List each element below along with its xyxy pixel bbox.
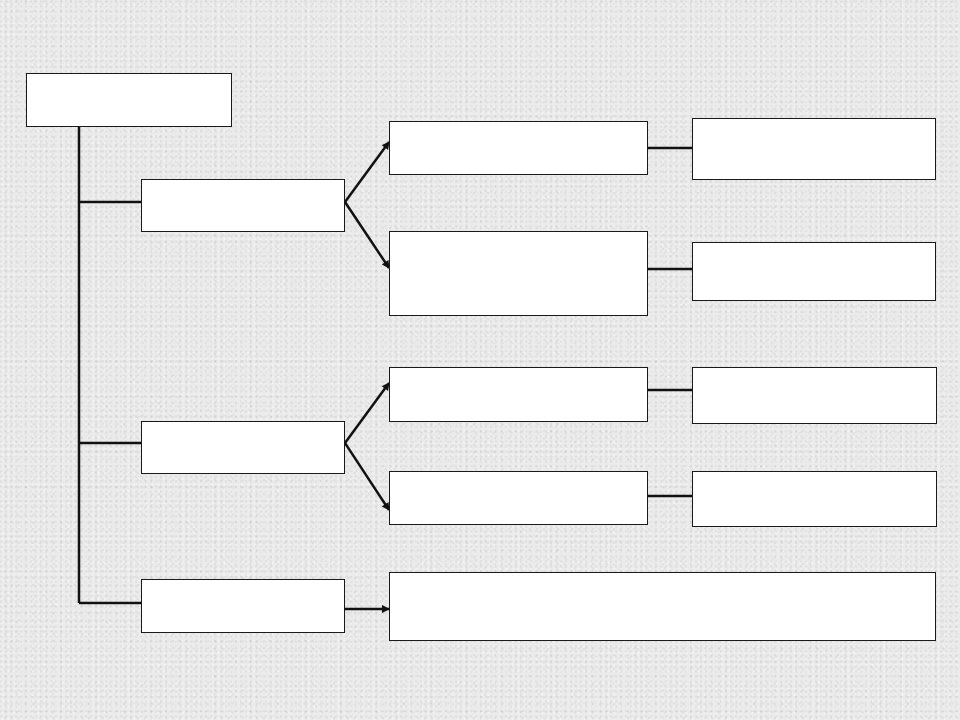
child-1-2-box bbox=[389, 231, 648, 316]
arrow-branch-1-to-child-1 bbox=[343, 141, 391, 203]
child-2-1-box bbox=[389, 367, 648, 422]
leaf-1-2-box bbox=[692, 242, 936, 301]
arrow-branch-2-to-child-2 bbox=[343, 442, 391, 511]
branch-3-box bbox=[141, 579, 345, 633]
leaf-1-1-box bbox=[692, 118, 936, 180]
wide-child-box bbox=[389, 572, 936, 641]
child-1-1-box bbox=[389, 121, 648, 175]
child-2-2-box bbox=[389, 471, 648, 525]
branch-1-box bbox=[141, 179, 345, 232]
root-box bbox=[26, 73, 232, 127]
leaf-2-1-box bbox=[692, 367, 937, 424]
arrow-branch-2-to-child-1 bbox=[343, 382, 391, 444]
leaf-2-2-box bbox=[692, 471, 937, 527]
arrow-branch-1-to-child-2 bbox=[343, 201, 391, 269]
branch-2-box bbox=[141, 421, 345, 474]
